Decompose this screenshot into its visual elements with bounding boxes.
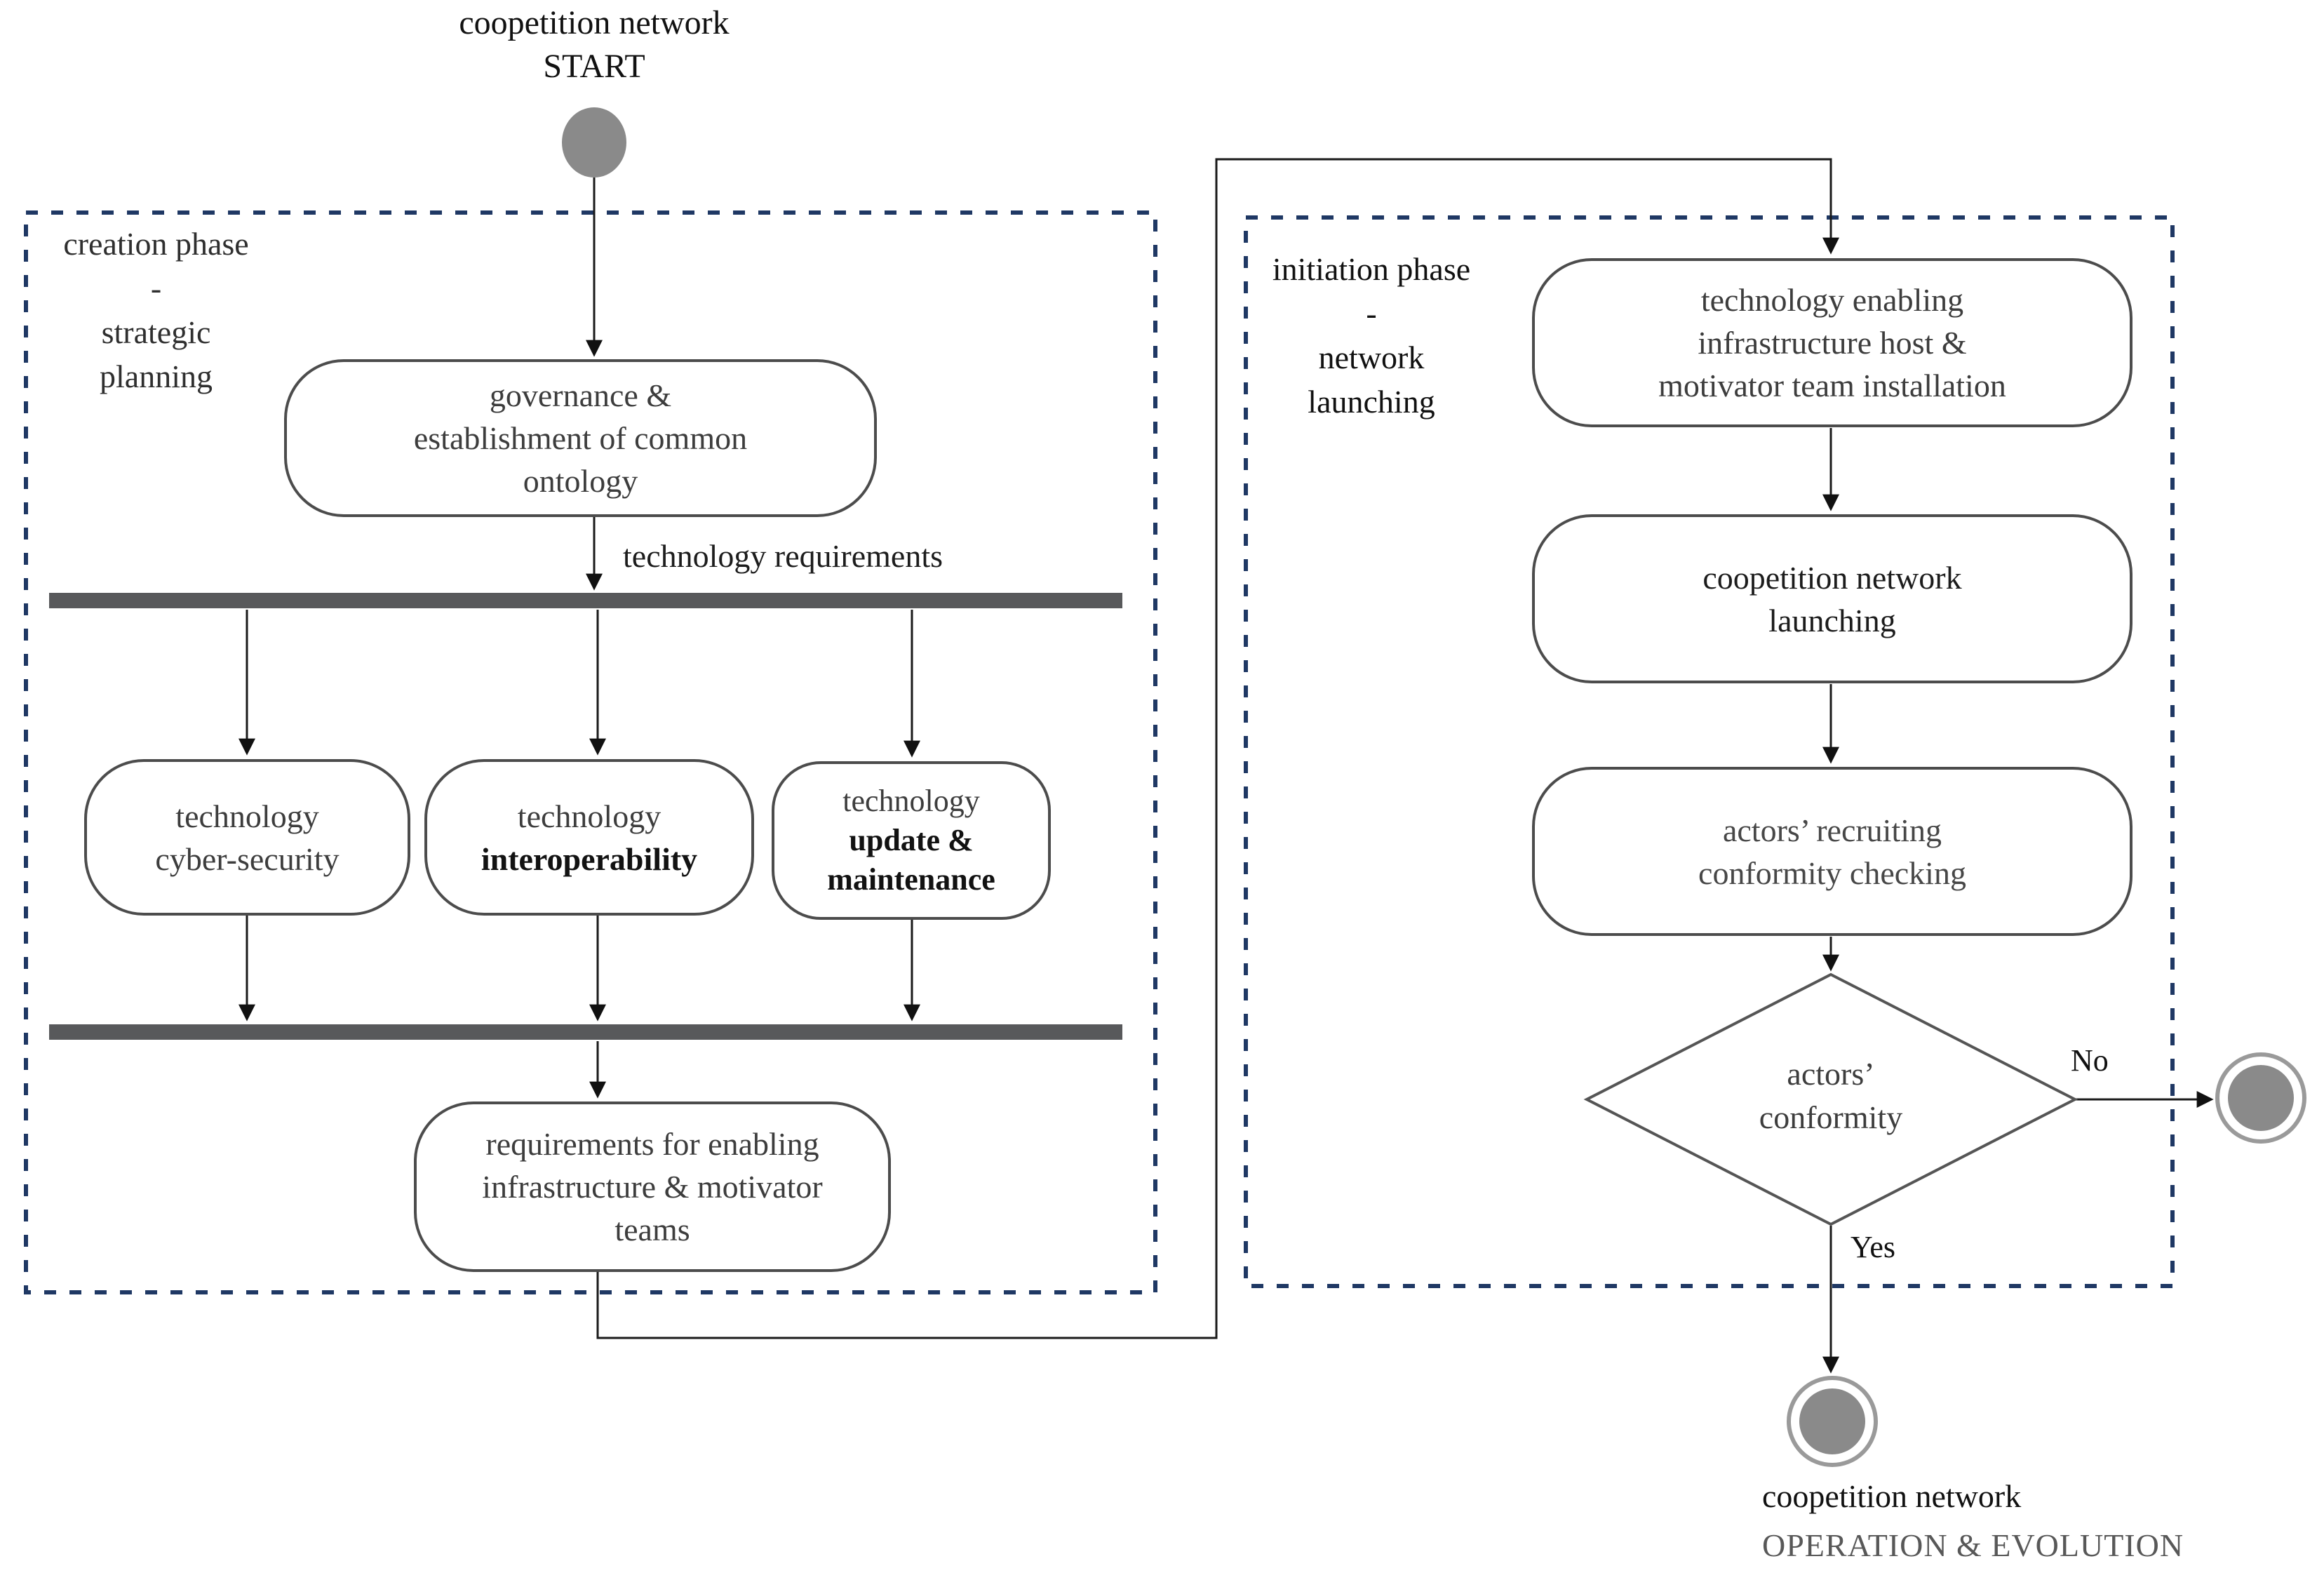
node-interoperability: technology interoperability: [424, 759, 754, 916]
yes-edge-label: Yes: [1851, 1230, 1896, 1264]
no-edge-label: No: [2071, 1043, 2109, 1078]
node-installation: technology enabling infrastructure host …: [1532, 258, 2132, 427]
node-launching: coopetition network launching: [1532, 514, 2132, 683]
edge-requirements-to-installation: [596, 158, 1839, 1339]
initiation-phase-box: [1244, 215, 2175, 1288]
node-governance: governance & establishment of common ont…: [284, 359, 877, 517]
phase-boxes: [24, 210, 2175, 1294]
decision-label: actors’ conformity: [1759, 1056, 1903, 1135]
edges: [239, 158, 2214, 1374]
decision-diamond: [1583, 972, 2078, 1226]
fork-bar: [49, 593, 1122, 608]
final-node-yes: [1799, 1388, 1865, 1454]
final-node-no: [2228, 1065, 2294, 1131]
diagram-title: coopetition network START: [459, 4, 730, 85]
creation-phase-box: [24, 210, 1157, 1294]
start-node: [562, 107, 626, 178]
join-bar: [49, 1024, 1122, 1040]
node-cyber-security: technology cyber-security: [84, 759, 410, 916]
sync-bars: [49, 593, 1122, 1040]
node-recruiting: actors’ recruiting conformity checking: [1532, 767, 2132, 936]
initiation-phase-label: initiation phase - network launching: [1272, 251, 1471, 420]
control-nodes: [562, 107, 2294, 1454]
creation-phase-label: creation phase - strategic planning: [63, 226, 249, 394]
fork-edge-label: technology requirements: [623, 538, 943, 574]
node-update-maintenance: technology update & maintenance: [772, 761, 1051, 920]
end-state-label: coopetition network OPERATION & EVOLUTIO…: [1762, 1478, 2184, 1563]
node-requirements: requirements for enabling infrastructure…: [414, 1101, 891, 1272]
